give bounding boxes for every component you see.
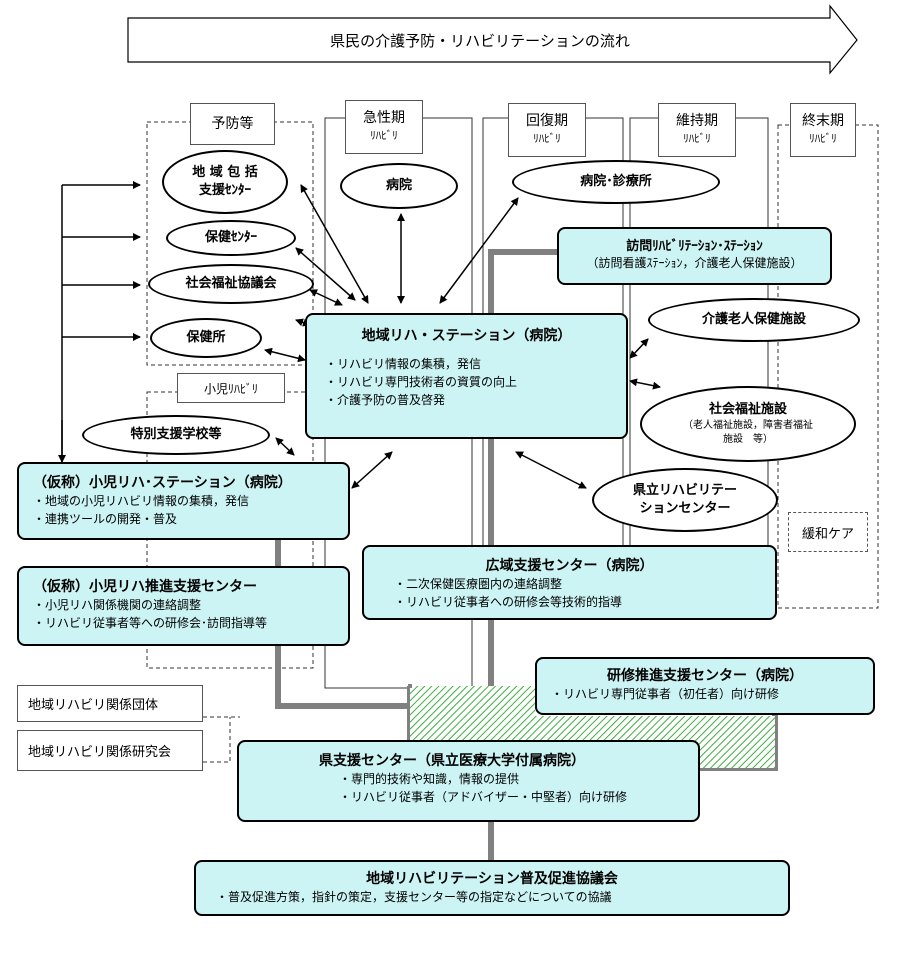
special-support-school: 特別支援学校等 [82,415,270,455]
box-item: ・介護予防の普及啓発 [325,393,446,407]
column-title: 終末期 [802,113,844,129]
column-sub: ﾘﾊﾋﾞﾘ [809,132,837,145]
social-welfare-council: 社会福祉協議会 [148,264,314,304]
elderly-care-facility-ellipse: 介護老人保健施設 [648,298,860,342]
flow-title: 県民の介護予防・リハビリテーションの流れ [330,31,630,50]
regional-rehab-station: 地域リハ・ステーション（病院） ・リハビリ情報の集積，発信 ・リハビリ専門技術者… [305,313,628,439]
training-support-center: 研修推進支援センター（病院） ・リハビリ専門従事者（初任者）向け研修 [535,657,875,715]
prefectural-support-center: 県支援センター（県立医療大学付属病院） ・専門的技術や知識，情報の提供 ・リハビ… [237,740,700,822]
box-item: ・連携ツールの開発・普及 [33,512,178,526]
ellipse-line: ションセンター [639,501,731,516]
public-health-office: 保健所 [150,318,262,358]
column-header-recovery: 回復期 ﾘﾊﾋﾞﾘ [508,103,586,157]
column-title: 予防等 [211,116,254,132]
box-item: ・リハビリ専門従事者（初任者）向け研修 [551,687,780,701]
pediatric-label: 小児ﾘﾊﾋﾞﾘ [177,373,285,403]
column-title: 急性期 [363,110,405,126]
box-title: 地域リハ・ステーション（病院） [361,328,572,344]
box-item: ・リハビリ情報の集積，発信 [325,357,482,371]
visiting-rehab-station: 訪問ﾘﾊﾋﾞﾘﾃｰｼｮﾝ･ｽﾃｰｼｮﾝ （訪問看護ｽﾃｰｼｮﾝ，介護老人保健施設… [557,227,832,285]
ellipse-line: 支援ｾﾝﾀｰ [198,183,251,198]
ellipse-detail: （老人福祉施設，障害者福祉 [683,420,813,431]
prefectural-rehab-center-ellipse: 県立リハビリテー ションセンター [592,468,778,532]
column-header-acute: 急性期 ﾘﾊﾋﾞﾘ [345,100,423,154]
box-item: ・普及促進方策，指針の策定，支援センター等の指定などについての協議 [216,890,612,904]
pediatric-rehab-station: （仮称）小児リハ･ステーション（病院） ・地域の小児リハビリ情報の集積，発信 ・… [17,462,350,540]
column-sub: ﾘﾊﾋﾞﾘ [683,132,711,145]
health-center: 保健ｾﾝﾀｰ [166,220,296,256]
box-item: ・リハビリ従事者（アドバイザー・中堅者）向け研修 [339,790,628,804]
box-title: 広域支援センター（病院） [485,558,654,574]
double-arrows [264,184,661,489]
social-welfare-facility-ellipse: 社会福祉施設 （老人福祉施設，障害者福祉 施設 等） [640,386,856,462]
column-header-maintenance: 維持期 ﾘﾊﾋﾞﾘ [658,103,736,157]
box-title: （仮称）小児リハ推進支援センター [33,579,257,595]
box-item: ・リハビリ専門技術者の資質の向上 [325,375,518,389]
related-research-label: 地域リハビリ関係研究会 [17,730,203,771]
box-item: ・小児リハ関係機関の連絡調整 [33,598,202,612]
box-item: ・専門的技術や知識，情報の提供 [339,772,520,786]
box-item: ・地域の小児リハビリ情報の集積，発信 [33,494,250,508]
wide-area-support-center: 広域支援センター（病院） ・二次保健医療圏内の連絡調整 ・リハビリ従事者への研修… [362,545,777,620]
hospital-ellipse: 病院 [340,163,458,209]
dashed-link-research [203,717,231,763]
pediatric-support-center: （仮称）小児リハ推進支援センター ・小児リハ関係機関の連絡調整 ・リハビリ従事者… [17,566,350,646]
column-sub: ﾘﾊﾋﾞﾘ [533,132,561,145]
box-item: ・リハビリ従事者への研修会等技術的指導 [394,595,623,609]
ellipse-detail: 施設 等） [723,434,773,445]
palliative-label: 緩和ケア [788,512,868,552]
box-title: （仮称）小児リハ･ステーション（病院） [33,475,292,491]
comprehensive-support-center: 地 域 包 括 支援ｾﾝﾀｰ [162,150,288,214]
box-title: 訪問ﾘﾊﾋﾞﾘﾃｰｼｮﾝ･ｽﾃｰｼｮﾝ [626,239,763,254]
box-item: ・リハビリ従事者等への研修会･訪問指導等 [33,616,268,630]
hospital-clinic-ellipse: 病院･診療所 [512,160,720,204]
ellipse-title: 社会福祉施設 [708,402,787,417]
box-title: 研修推進支援センター（病院） [607,668,803,684]
left-bus [58,181,141,463]
box-title: 県支援センター（県立医療大学付属病院） [319,753,585,769]
column-header-prevention: 予防等 [190,103,275,145]
promotion-council: 地域リハビリテーション普及促進協議会 ・普及促進方策，指針の策定，支援センター等… [194,860,790,916]
ellipse-line: 地 域 包 括 [192,165,258,180]
column-header-terminal: 終末期 ﾘﾊﾋﾞﾘ [790,103,856,157]
column-sub: ﾘﾊﾋﾞﾘ [370,129,398,142]
box-item: ・二次保健医療圏内の連絡調整 [394,577,563,591]
related-groups-label: 地域リハビリ関係団体 [17,685,203,722]
column-title: 維持期 [676,113,718,129]
ellipse-line: 県立リハビリテー [632,483,737,498]
flow-arrow-shape [127,4,858,75]
box-title: 地域リハビリテーション普及促進協議会 [366,871,618,887]
column-title: 回復期 [526,113,568,129]
box-detail: （訪問看護ｽﾃｰｼｮﾝ，介護老人保健施設） [586,256,803,270]
